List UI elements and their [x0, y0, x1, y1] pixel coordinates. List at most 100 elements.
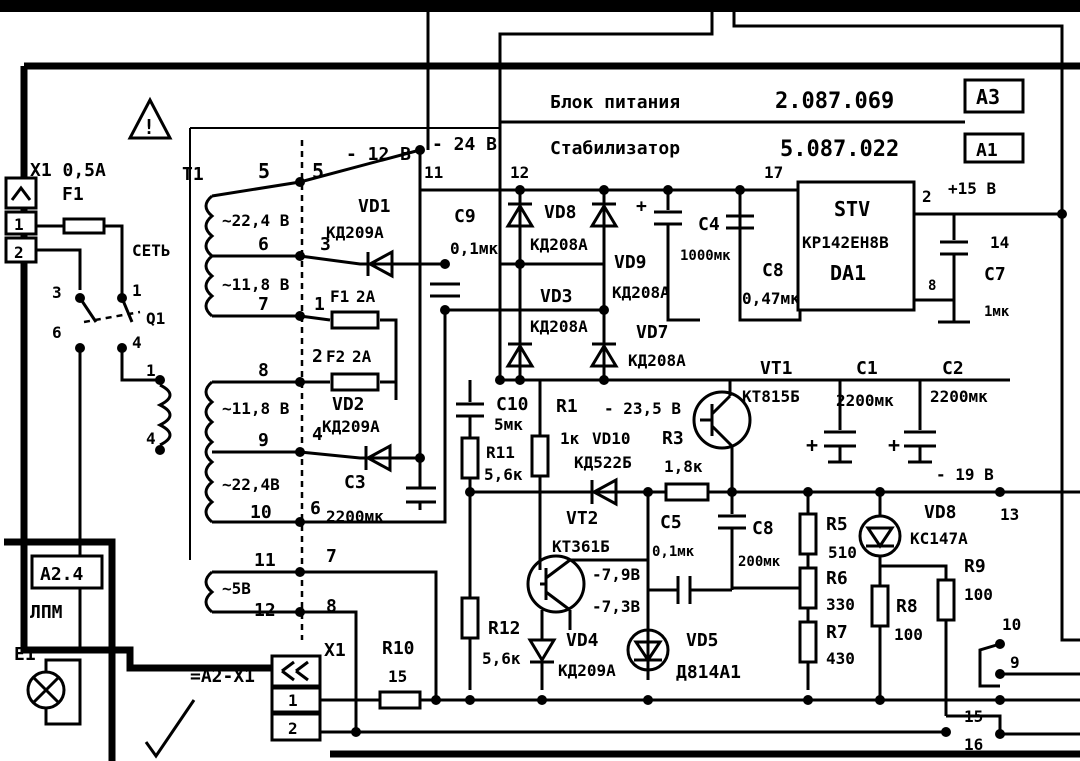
switch-pin-f: 4: [146, 429, 156, 448]
vd1-type: КД209А: [326, 223, 384, 242]
zener-vd8b: [858, 492, 948, 580]
vd9-type: КД208А: [612, 283, 670, 302]
f2-value: 2А: [352, 347, 372, 366]
resistor-r5: [798, 512, 818, 556]
vd8a-type: КД208А: [530, 235, 588, 254]
wire-tr6: [300, 310, 447, 524]
regulator-stv: [796, 180, 916, 312]
capacitor-c10: [456, 380, 484, 438]
pin-11: 11: [424, 163, 443, 182]
pin-14: 14: [990, 233, 1009, 252]
vd4-type: КД209А: [558, 661, 616, 680]
tr-pin-r-6: 6: [310, 498, 321, 519]
tr-pin-r-4: 4: [312, 424, 323, 445]
diode-vd9-bridge: [589, 202, 619, 228]
tr-pin-l-10: 10: [250, 502, 272, 523]
resistor-r10: [378, 690, 422, 710]
vd3-label: VD3: [540, 286, 573, 307]
r3-value: 1,8к: [664, 457, 703, 476]
winding-1-voltage: ~22,4 В: [222, 211, 290, 230]
voltage-minus-24: - 24 В: [432, 134, 497, 155]
vd5-type: Д814А1: [676, 662, 741, 683]
c2-label: С2: [942, 358, 964, 379]
r7-label: R7: [826, 622, 848, 643]
f1-value: 2А: [356, 287, 376, 306]
vd10-type: КД522Б: [574, 453, 632, 472]
fuse-f1: [62, 217, 106, 235]
wire-tr4: [299, 450, 420, 460]
resistor-r7: [798, 620, 818, 664]
r8-value: 100: [894, 625, 923, 644]
pin-15: 15: [964, 707, 983, 726]
bottom-junctions: [351, 695, 951, 737]
wire-mains-1: [36, 224, 124, 300]
diode-vd4: [527, 610, 557, 690]
wire-tr7: [300, 570, 438, 700]
f2-label: F2: [326, 347, 345, 366]
wire-mains-2: [36, 248, 82, 290]
capacitor-c5: [646, 492, 732, 680]
x1-label: X1: [324, 640, 346, 661]
switch-pin-b: 1: [132, 281, 142, 300]
vd4-label: VD4: [566, 630, 599, 651]
vd9-label: VD9: [614, 252, 647, 273]
resistor-r11: [460, 436, 480, 480]
top-border: [0, 0, 1080, 12]
zener-vd5: [626, 628, 670, 672]
c8b-value: 200мк: [738, 554, 781, 570]
vd7-label: VD7: [636, 322, 669, 343]
tr-pin-l-12: 12: [254, 600, 276, 621]
wire-top-3: [732, 0, 1080, 642]
r5-label: R5: [826, 514, 848, 535]
wire-top-2: [498, 0, 714, 380]
pin-12: 12: [510, 163, 529, 182]
transformer-windings: [204, 180, 301, 614]
winding-2-voltage: ~11,8 В: [222, 275, 290, 294]
junction-plus15: [1057, 209, 1067, 219]
tr-pin-l-11: 11: [254, 550, 276, 571]
vd2-type: КД209А: [322, 417, 380, 436]
wire-tr8: [300, 610, 358, 732]
stv-pin-8: 8: [928, 278, 936, 294]
stv-type: КР142ЕН8В: [802, 233, 889, 252]
c8b-label: С8: [752, 518, 774, 539]
stv-ref: DA1: [830, 261, 866, 285]
r10-label: R10: [382, 638, 415, 659]
r1-label: R1: [556, 396, 578, 417]
wire-tr3: [299, 254, 445, 266]
check-mark: [144, 699, 196, 759]
mains-connector: 1 2: [4, 176, 38, 264]
diode-vd1: [366, 249, 394, 279]
tr-pin-l-5: 5: [258, 159, 270, 183]
vd8a-label: VD8: [544, 202, 577, 223]
voltage-minus-235: - 23,5 В: [604, 399, 681, 418]
r3-label: R3: [662, 428, 684, 449]
r11-value: 5,6к: [484, 465, 523, 484]
tr-pin-r-3: 3: [320, 234, 331, 255]
r12-label: R12: [488, 618, 521, 639]
a24-name: ЛПМ: [30, 602, 63, 623]
capacitor-c7: [938, 214, 970, 324]
c8a-label: С8: [762, 260, 784, 281]
resistor-r12: [460, 596, 480, 640]
r6-value: 330: [826, 595, 855, 614]
c2-plus: +: [888, 433, 900, 457]
bridge-ac-inputs: [445, 262, 604, 312]
c4-label: С4: [698, 214, 720, 235]
title-ref-box-a3: [963, 78, 1025, 114]
x1-pin-1: 1: [288, 691, 298, 710]
r8-label: R8: [896, 596, 918, 617]
wire-node-24v: [418, 150, 520, 192]
mains-label: СЕТЬ: [132, 241, 171, 260]
voltage-minus-73: -7,3В: [592, 597, 641, 616]
vd5-label: VD5: [686, 630, 719, 651]
c3-value: 2200мк: [326, 507, 384, 526]
stv-label: STV: [834, 197, 870, 221]
connector-x1-bottom: [270, 654, 322, 742]
c10-value: 5мк: [494, 415, 523, 434]
capacitor-c9: [430, 282, 460, 298]
winding-4-voltage: ~22,4В: [222, 475, 280, 494]
resistor-r6: [798, 566, 818, 610]
mains-connector-label: X1 0,5А: [30, 160, 106, 181]
